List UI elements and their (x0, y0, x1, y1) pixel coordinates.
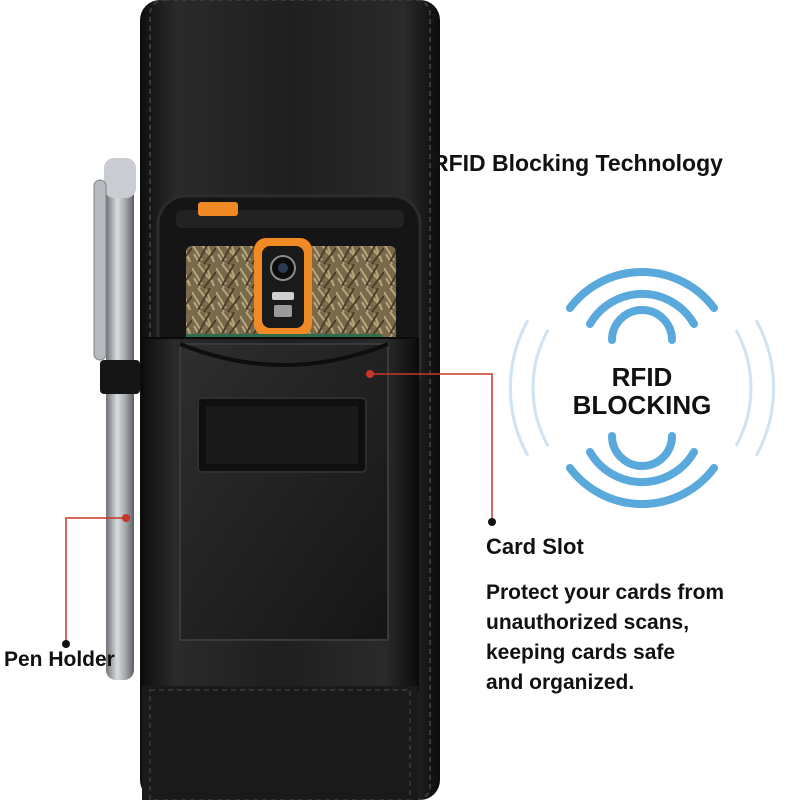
rfid-waves-top (566, 268, 718, 344)
pen (93, 158, 140, 680)
card-slot-callout-line (366, 370, 496, 526)
rfid-badge-line2: BLOCKING (573, 390, 712, 420)
rfid-badge-line1: RFID (612, 362, 673, 392)
page-heading: RFID Blocking Technology (432, 150, 723, 176)
rfid-waves-faint (508, 319, 776, 457)
card-pouch (141, 337, 419, 800)
rfid-badge: RFID BLOCKING (508, 268, 776, 508)
description-line: Protect your cards from (486, 581, 725, 604)
pen-holder-label: Pen Holder (4, 648, 115, 671)
feature-description: Protect your cards from unauthorized sca… (486, 578, 786, 698)
rfid-waves-bottom (566, 432, 718, 508)
pen-holder-callout-line (62, 514, 130, 648)
description-line: and organized. (486, 671, 635, 694)
description-line: unauthorized scans, (486, 611, 690, 634)
description-line: keeping cards safe (486, 641, 676, 664)
card-slot-label: Card Slot (486, 534, 584, 559)
